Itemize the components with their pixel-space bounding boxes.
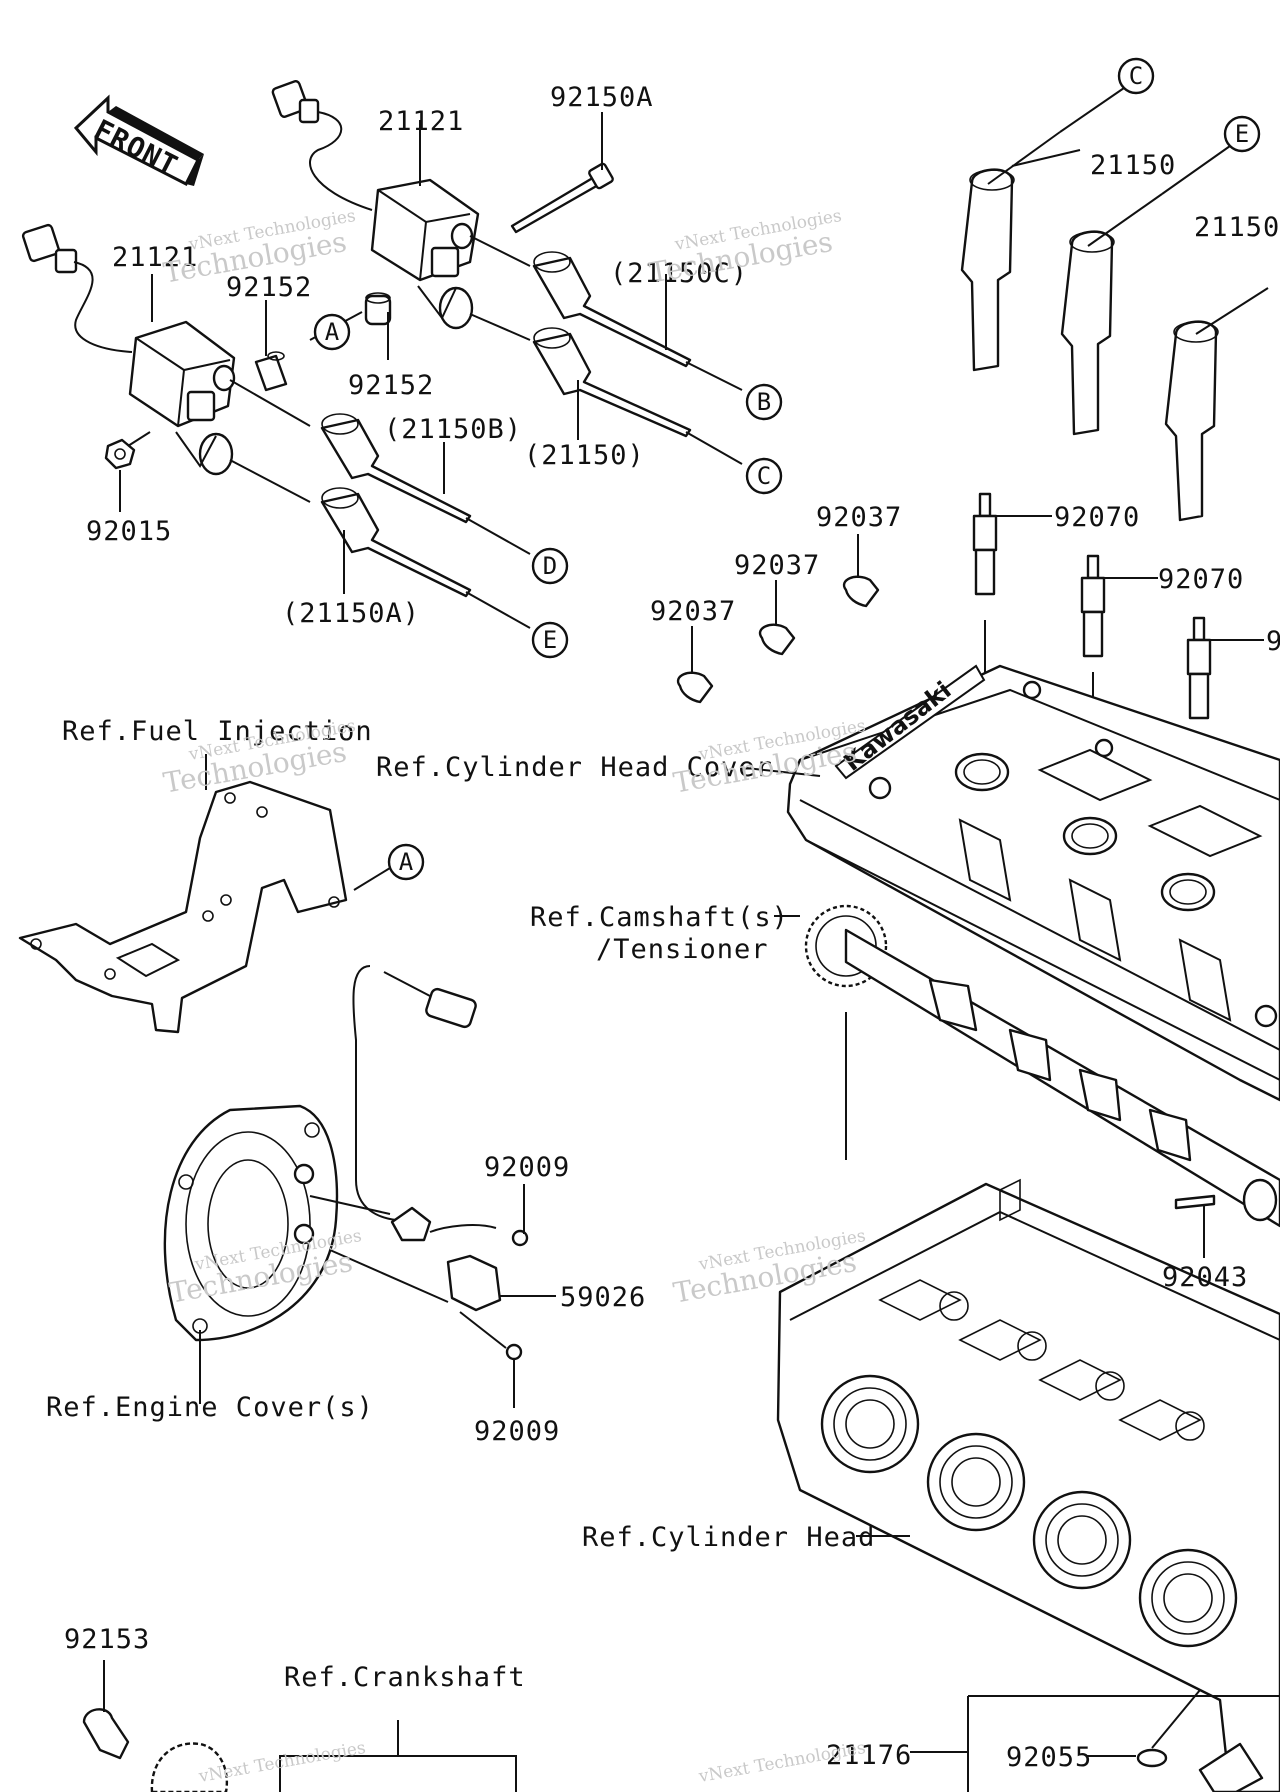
part-21150-paren: (21150)	[524, 440, 645, 471]
part-21176: 21176	[826, 1740, 912, 1771]
callout-a-lower-text: A	[399, 848, 414, 876]
part-21150A-right: 21150A	[1194, 212, 1280, 243]
screw-92009-top-icon	[511, 1184, 529, 1247]
callout-b-text: B	[757, 388, 771, 416]
camshaft	[774, 904, 1280, 1228]
clip-92037-3-icon	[676, 626, 714, 704]
part-21150C: (21150C)	[610, 258, 748, 289]
callout-e-top-text: E	[1235, 120, 1249, 148]
plug-cap-right-3-icon	[1164, 287, 1269, 522]
part-92015: 92015	[86, 516, 172, 547]
ref-cylinder-head: Ref.Cylinder Head	[582, 1522, 875, 1553]
plug-cap-right-1-icon	[960, 131, 1081, 372]
callout-a-upper-text: A	[325, 318, 340, 346]
front-arrow-icon: FRONT	[73, 94, 204, 187]
plug-cap-21150C-icon	[532, 251, 743, 391]
bolt-92150A-icon	[510, 112, 614, 234]
part-21121-upper: 21121	[378, 106, 464, 137]
part-92055: 92055	[1006, 1742, 1092, 1773]
part-92070-2: 92070	[1158, 564, 1244, 595]
part-92152-a: 92152	[226, 272, 312, 303]
plug-cap-21150B-icon	[320, 413, 531, 555]
plug-cap-21150A-icon	[320, 487, 531, 629]
part-92043: 92043	[1162, 1262, 1248, 1293]
ref-engine-covers: Ref.Engine Cover(s)	[46, 1392, 374, 1423]
part-92153: 92153	[64, 1624, 150, 1655]
ref-camshaft-line2: /Tensioner	[596, 934, 769, 965]
o-ring-92055-icon	[1086, 1748, 1168, 1768]
part-92037-2: 92037	[734, 550, 820, 581]
watermark-7-line1: vNext Technologies	[196, 1738, 367, 1787]
part-59026: 59026	[560, 1282, 646, 1313]
ref-cylinder-head-cover: Ref.Cylinder Head Cover	[376, 752, 773, 783]
spacer-92152-lower-icon	[254, 300, 288, 392]
part-92009-bottom: 92009	[474, 1416, 560, 1447]
callout-e-top: E	[1161, 115, 1261, 195]
callout-c-top: C	[1059, 57, 1155, 133]
part-92037-1: 92037	[816, 502, 902, 533]
callout-c-mid-text: C	[757, 462, 771, 490]
part-92070-1: 92070	[1054, 502, 1140, 533]
sensor-21176-icon	[910, 1689, 1280, 1792]
ignition-coil-lower	[21, 223, 311, 503]
ref-fuel-injection: Ref.Fuel Injection	[62, 716, 373, 747]
cylinder-head-cover: Kawasaki	[745, 664, 1280, 1102]
part-92150A: 92150A	[550, 82, 654, 113]
part-21150B: (21150B)	[384, 414, 522, 445]
part-92070-3: 92070	[1266, 626, 1280, 657]
nut-92015-icon	[104, 431, 151, 512]
bracket-fuel-injection	[18, 754, 391, 1034]
part-92152-b: 92152	[348, 370, 434, 401]
plug-cap-21150-icon	[532, 327, 743, 465]
part-21150A: (21150A)	[282, 598, 420, 629]
callout-e-bottom: E	[531, 621, 569, 659]
cylinder-head	[776, 1178, 1280, 1792]
part-92037-3: 92037	[650, 596, 736, 627]
callout-d-text: D	[543, 552, 557, 580]
pin-92043-icon	[1174, 1194, 1216, 1258]
clip-92037-1-icon	[842, 534, 880, 608]
bolt-92153-icon	[82, 1660, 130, 1760]
callout-b: B	[745, 383, 783, 421]
part-21121-lower: 21121	[112, 242, 198, 273]
ignition-coil-upper	[271, 80, 531, 341]
engine-cover-plate	[163, 1104, 339, 1404]
spacer-92152-upper-icon	[364, 292, 392, 360]
callout-d: D	[531, 547, 569, 585]
ref-crankshaft: Ref.Crankshaft	[284, 1662, 526, 1693]
watermark-7: vNext Technologies	[196, 1738, 367, 1787]
crank-sensor-59026	[309, 965, 556, 1312]
part-21150-right: 21150	[1090, 150, 1176, 181]
screw-92009-bottom-icon	[459, 1311, 523, 1408]
callout-c-mid: C	[745, 457, 783, 495]
crankshaft-rotor	[150, 1720, 517, 1792]
callout-a-lower: A	[387, 843, 425, 881]
part-92009-top: 92009	[484, 1152, 570, 1183]
ref-camshaft-line1: Ref.Camshaft(s)	[530, 902, 789, 933]
plug-cap-right-2-icon	[1060, 193, 1163, 436]
callout-c-top-text: C	[1129, 62, 1143, 90]
clip-92037-2-icon	[758, 580, 796, 656]
callout-a-upper: A	[313, 313, 351, 351]
callout-e-bottom-text: E	[543, 626, 557, 654]
